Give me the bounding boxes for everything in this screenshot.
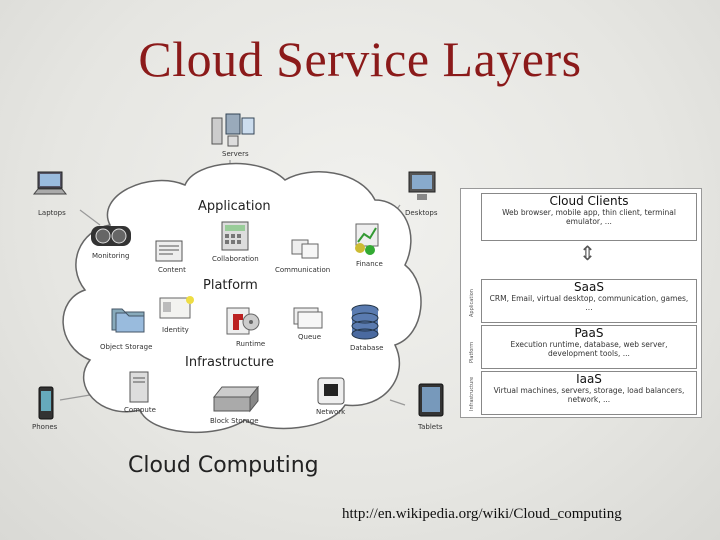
- cloud-computing-title: Cloud Computing: [128, 453, 319, 478]
- object-storage-label: Object Storage: [100, 343, 153, 351]
- desktops-label: Desktops: [405, 209, 438, 217]
- compute-icon: [128, 370, 150, 408]
- queue-label: Queue: [298, 333, 321, 341]
- tablets-label: Tablets: [418, 423, 443, 431]
- collaboration-icon: [220, 220, 250, 256]
- service-stack: Cloud Clients Web browser, mobile app, t…: [460, 188, 702, 418]
- communication-label: Communication: [275, 266, 331, 274]
- cloud-clients-title: Cloud Clients: [549, 194, 629, 208]
- tablet-icon: [418, 383, 444, 421]
- section-platform: Platform: [203, 278, 258, 293]
- iaas-box: IaaS Virtual machines, servers, storage,…: [481, 371, 697, 415]
- paas-box: PaaS Execution runtime, database, web se…: [481, 325, 697, 369]
- monitoring-icon: [90, 222, 132, 254]
- cloud-shape: [62, 162, 422, 434]
- slide-title: Cloud Service Layers: [138, 31, 582, 87]
- section-application: Application: [198, 199, 271, 214]
- queue-icon: [292, 306, 326, 336]
- content-icon: [155, 240, 183, 268]
- saas-box: SaaS CRM, Email, virtual desktop, commun…: [481, 279, 697, 323]
- iaas-title: IaaS: [576, 372, 602, 386]
- monitoring-label: Monitoring: [92, 252, 130, 260]
- compute-label: Compute: [124, 406, 156, 414]
- cloud-clients-desc: Web browser, mobile app, thin client, te…: [502, 208, 676, 226]
- runtime-label: Runtime: [236, 340, 266, 348]
- block-storage-icon: [212, 385, 260, 419]
- identity-icon: [158, 296, 196, 326]
- database-icon: [350, 304, 380, 344]
- desktop-icon: [405, 170, 439, 208]
- section-infrastructure: Infrastructure: [185, 355, 274, 370]
- network-label: Network: [316, 408, 346, 416]
- content-label: Content: [158, 266, 186, 274]
- cloud-clients-box: Cloud Clients Web browser, mobile app, t…: [481, 193, 697, 241]
- side-label-application: Application: [469, 289, 475, 317]
- object-storage-icon: [110, 303, 146, 337]
- network-icon: [316, 376, 346, 410]
- saas-title: SaaS: [574, 280, 604, 294]
- collaboration-label: Collaboration: [212, 255, 259, 263]
- iaas-desc: Virtual machines, servers, storage, load…: [493, 386, 685, 404]
- saas-desc: CRM, Email, virtual desktop, communicati…: [489, 294, 689, 312]
- paas-desc: Execution runtime, database, web server,…: [510, 340, 668, 358]
- finance-label: Finance: [356, 260, 383, 268]
- paas-title: PaaS: [574, 326, 604, 340]
- source-url[interactable]: http://en.wikipedia.org/wiki/Cloud_compu…: [342, 506, 622, 522]
- database-label: Database: [350, 344, 384, 352]
- side-label-infrastructure: Infrastructure: [469, 376, 475, 411]
- communication-icon: [290, 236, 320, 266]
- laptop-icon: [32, 170, 68, 204]
- servers-label: Servers: [222, 150, 249, 158]
- phone-icon: [38, 386, 54, 424]
- phones-label: Phones: [32, 423, 58, 431]
- servers-icon: [208, 112, 258, 152]
- finance-icon: [350, 222, 384, 260]
- runtime-icon: [225, 302, 261, 340]
- up-down-arrow-icon: ⇕: [579, 241, 596, 265]
- laptops-label: Laptops: [38, 209, 66, 217]
- identity-label: Identity: [162, 326, 189, 334]
- side-label-platform: Platform: [469, 341, 475, 363]
- block-storage-label: Block Storage: [210, 417, 259, 425]
